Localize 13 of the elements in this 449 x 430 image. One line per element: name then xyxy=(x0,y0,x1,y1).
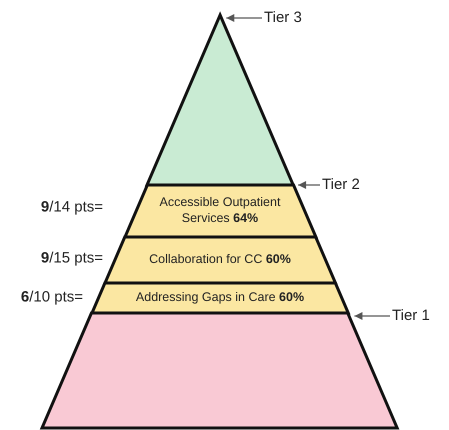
section-label: Accessible Outpatient Services 64% xyxy=(158,195,282,227)
pyramid-section xyxy=(124,185,316,237)
tier-label: Tier 1 xyxy=(392,307,430,325)
section-label: Addressing Gaps in Care 60% xyxy=(134,290,306,306)
leader-arrow xyxy=(298,181,320,189)
points-label: 9/14 pts= xyxy=(40,198,103,216)
pyramid-section xyxy=(92,283,348,313)
pyramid-section xyxy=(104,237,336,283)
points-label: 9/15 pts= xyxy=(40,250,103,266)
points-label: 6/10 pts= xyxy=(20,288,83,306)
section-label: Collaboration for CC 60% xyxy=(148,252,292,268)
tier-label: Tier 2 xyxy=(322,176,360,194)
leader-arrow xyxy=(354,312,390,320)
